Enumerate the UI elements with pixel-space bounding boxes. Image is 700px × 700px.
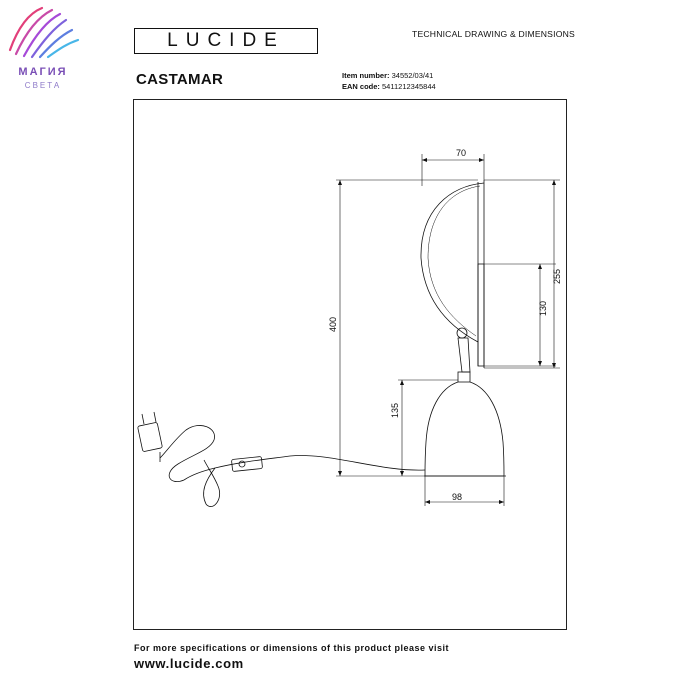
- lamp-shade-inner: [427, 185, 481, 337]
- footer-url[interactable]: www.lucide.com: [134, 656, 244, 671]
- ean-label: EAN code:: [342, 82, 380, 91]
- dim-base-height: 135: [390, 403, 400, 418]
- dim-plate-height: 130: [538, 301, 548, 316]
- brand-name: МАГИЯ: [18, 66, 68, 78]
- mounting-plate: [477, 263, 485, 367]
- lamp-base: [424, 381, 505, 477]
- power-cable: [183, 455, 426, 481]
- ean-row: EAN code: 5411212345844: [342, 82, 436, 91]
- inline-switch: [231, 456, 263, 472]
- magiya-sveta-logo: [8, 6, 80, 59]
- item-number-label: Item number:: [342, 71, 390, 80]
- dim-base-width: 98: [452, 492, 462, 502]
- brand-subtitle: СВЕТА: [24, 81, 62, 90]
- dim-head-height: 255: [552, 269, 562, 284]
- drawing-frame: [133, 99, 567, 630]
- lucide-logo-frame: [134, 28, 318, 54]
- swivel-joint: [456, 327, 468, 339]
- power-plug: [137, 422, 163, 452]
- item-number-row: Item number: 34552/03/41: [342, 71, 433, 80]
- dim-top-width: 70: [456, 148, 466, 158]
- item-number-value: 34552/03/41: [391, 71, 434, 80]
- footer-note: For more specifications or dimensions of…: [134, 643, 450, 653]
- document-title: TECHNICAL DRAWING & DIMENSIONS: [412, 29, 575, 39]
- product-name: CASTAMAR: [136, 71, 224, 88]
- lamp-shade: [420, 182, 485, 343]
- ean-value: 5411212345844: [382, 82, 436, 91]
- dim-total-height: 400: [328, 317, 338, 332]
- lucide-logo: LUCIDE: [167, 30, 285, 51]
